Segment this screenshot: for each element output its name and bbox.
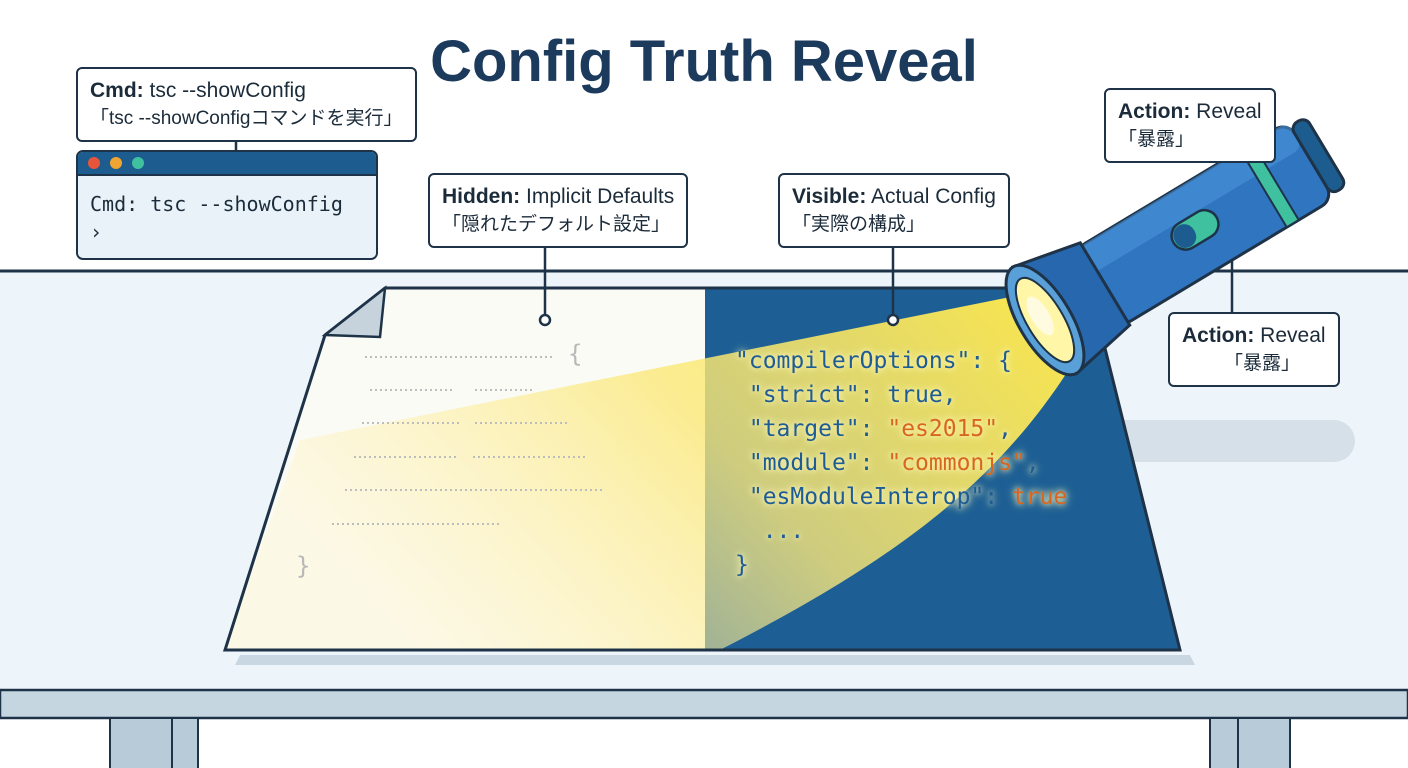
callout-jp: 「暴露」 bbox=[1118, 129, 1195, 150]
config-line: "esModuleInterop": true bbox=[748, 484, 1068, 510]
close-dot-icon bbox=[88, 157, 100, 169]
maximize-dot-icon bbox=[132, 157, 144, 169]
table-edge bbox=[0, 688, 1408, 720]
config-line: "target": "es2015", bbox=[748, 416, 1012, 442]
callout-jp: 「実際の構成」 bbox=[792, 214, 926, 235]
table-leg-right bbox=[1209, 717, 1291, 768]
page-title: Config Truth Reveal bbox=[430, 29, 978, 94]
callout-jp: 「暴露」 bbox=[1224, 353, 1301, 374]
callout-label: Visible: bbox=[792, 185, 867, 208]
light-beam bbox=[225, 290, 1075, 650]
config-line: "module": "commonjs", bbox=[748, 450, 1040, 476]
callout-cmd: Cmd: tsc --showConfig 「tsc --showConfigコ… bbox=[76, 67, 417, 142]
callout-action-right: Action: Reveal 「暴露」 bbox=[1168, 312, 1340, 387]
terminal-titlebar bbox=[78, 152, 376, 176]
callout-text: Actual Config bbox=[871, 185, 996, 208]
callout-text: Reveal bbox=[1196, 100, 1262, 123]
terminal-prompt: › bbox=[90, 220, 103, 244]
callout-jp: 「隠れたデフォルト設定」 bbox=[442, 214, 671, 235]
hidden-lines bbox=[332, 356, 605, 525]
callout-label: Action: bbox=[1182, 324, 1255, 347]
callout-hidden: Hidden: Implicit Defaults 「隠れたデフォルト設定」 bbox=[428, 173, 689, 248]
callout-text: Implicit Defaults bbox=[526, 185, 675, 208]
folded-corner bbox=[321, 285, 387, 339]
hidden-close-brace: } bbox=[296, 552, 311, 580]
callout-label: Hidden: bbox=[442, 185, 521, 208]
callout-action-top: Action: Reveal 「暴露」 bbox=[1104, 88, 1276, 163]
callout-text: tsc --showConfig bbox=[149, 79, 306, 102]
terminal-command: Cmd: tsc --showConfig bbox=[90, 192, 343, 216]
revealed-config: "compilerOptions": { "strict": true, "ta… bbox=[735, 344, 1067, 582]
minimize-dot-icon bbox=[110, 157, 122, 169]
callout-jp: 「tsc --showConfigコマンドを実行」 bbox=[90, 108, 403, 129]
callout-visible: Visible: Actual Config 「実際の構成」 bbox=[778, 173, 1010, 248]
callout-label: Action: bbox=[1118, 100, 1191, 123]
config-line: "strict": true, bbox=[748, 382, 957, 408]
table-leg-left bbox=[109, 717, 199, 768]
callout-text: Reveal bbox=[1260, 324, 1326, 347]
hidden-open-brace: { bbox=[568, 340, 583, 368]
config-line: "compilerOptions": { bbox=[735, 348, 1012, 374]
callout-label: Cmd: bbox=[90, 79, 144, 102]
config-line: } bbox=[735, 552, 749, 578]
terminal-window: Cmd: tsc --showConfig › bbox=[76, 150, 378, 260]
config-line: ... bbox=[762, 518, 805, 544]
